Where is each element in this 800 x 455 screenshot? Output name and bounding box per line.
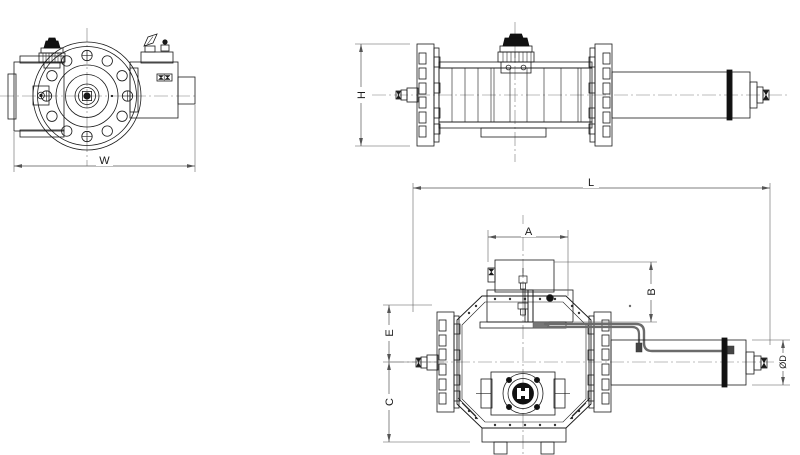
right-flange-top-view bbox=[588, 43, 613, 147]
stem-linkage bbox=[517, 268, 529, 316]
dimension-label-w: W bbox=[99, 155, 110, 167]
dimension-w: W bbox=[14, 153, 195, 168]
small-valve-symbol bbox=[156, 73, 173, 82]
body-rivets bbox=[467, 297, 581, 427]
barrel-ribs bbox=[451, 68, 582, 122]
round-flange-body bbox=[32, 41, 142, 151]
top-fitting-plan-view bbox=[497, 33, 535, 74]
control-box-front-view bbox=[479, 259, 574, 329]
flange-bolt-heads-right bbox=[588, 52, 611, 138]
body-gussets bbox=[457, 397, 591, 420]
dimension-label-e: E bbox=[384, 329, 396, 336]
dimension-l: L bbox=[413, 175, 770, 190]
view-left-end bbox=[0, 28, 198, 172]
extension-lines-h bbox=[355, 43, 410, 147]
left-body-block bbox=[7, 55, 65, 138]
bolt-circle bbox=[40, 49, 134, 143]
actuator-housing-left-view bbox=[129, 33, 196, 119]
dimension-label-l: L bbox=[588, 177, 594, 189]
dimension-e: E bbox=[381, 305, 396, 362]
left-flange-bolts-front bbox=[438, 319, 461, 405]
cylinder-top-view bbox=[611, 69, 770, 121]
dimension-c: C bbox=[381, 362, 396, 442]
limit-switch-box-left-view bbox=[38, 37, 66, 69]
dimension-b: B bbox=[643, 262, 658, 322]
flange-bolt-heads-left bbox=[418, 52, 441, 138]
dimension-od: ØD bbox=[774, 340, 791, 385]
left-flange-top-view bbox=[395, 43, 441, 147]
octagonal-valve-body bbox=[456, 295, 592, 455]
dimension-label-a: A bbox=[525, 226, 533, 238]
view-top-plan bbox=[355, 22, 790, 162]
dimension-h: H bbox=[353, 44, 368, 146]
pneumatic-tubing bbox=[543, 304, 733, 353]
dimension-label-h: H bbox=[356, 91, 368, 99]
view-front-elevation bbox=[383, 183, 790, 455]
stem-flange-bolts bbox=[505, 376, 541, 410]
stem-flange-front-view bbox=[476, 371, 570, 416]
pneumatic-tubing-second bbox=[546, 325, 641, 347]
dimension-label-od: ØD bbox=[778, 355, 788, 369]
cylinder-front-view bbox=[610, 337, 768, 388]
body-barrel-top-view bbox=[438, 61, 593, 138]
dimension-label-b: B bbox=[646, 288, 658, 295]
dimension-a: A bbox=[488, 224, 568, 239]
dimension-label-c: C bbox=[384, 398, 396, 406]
